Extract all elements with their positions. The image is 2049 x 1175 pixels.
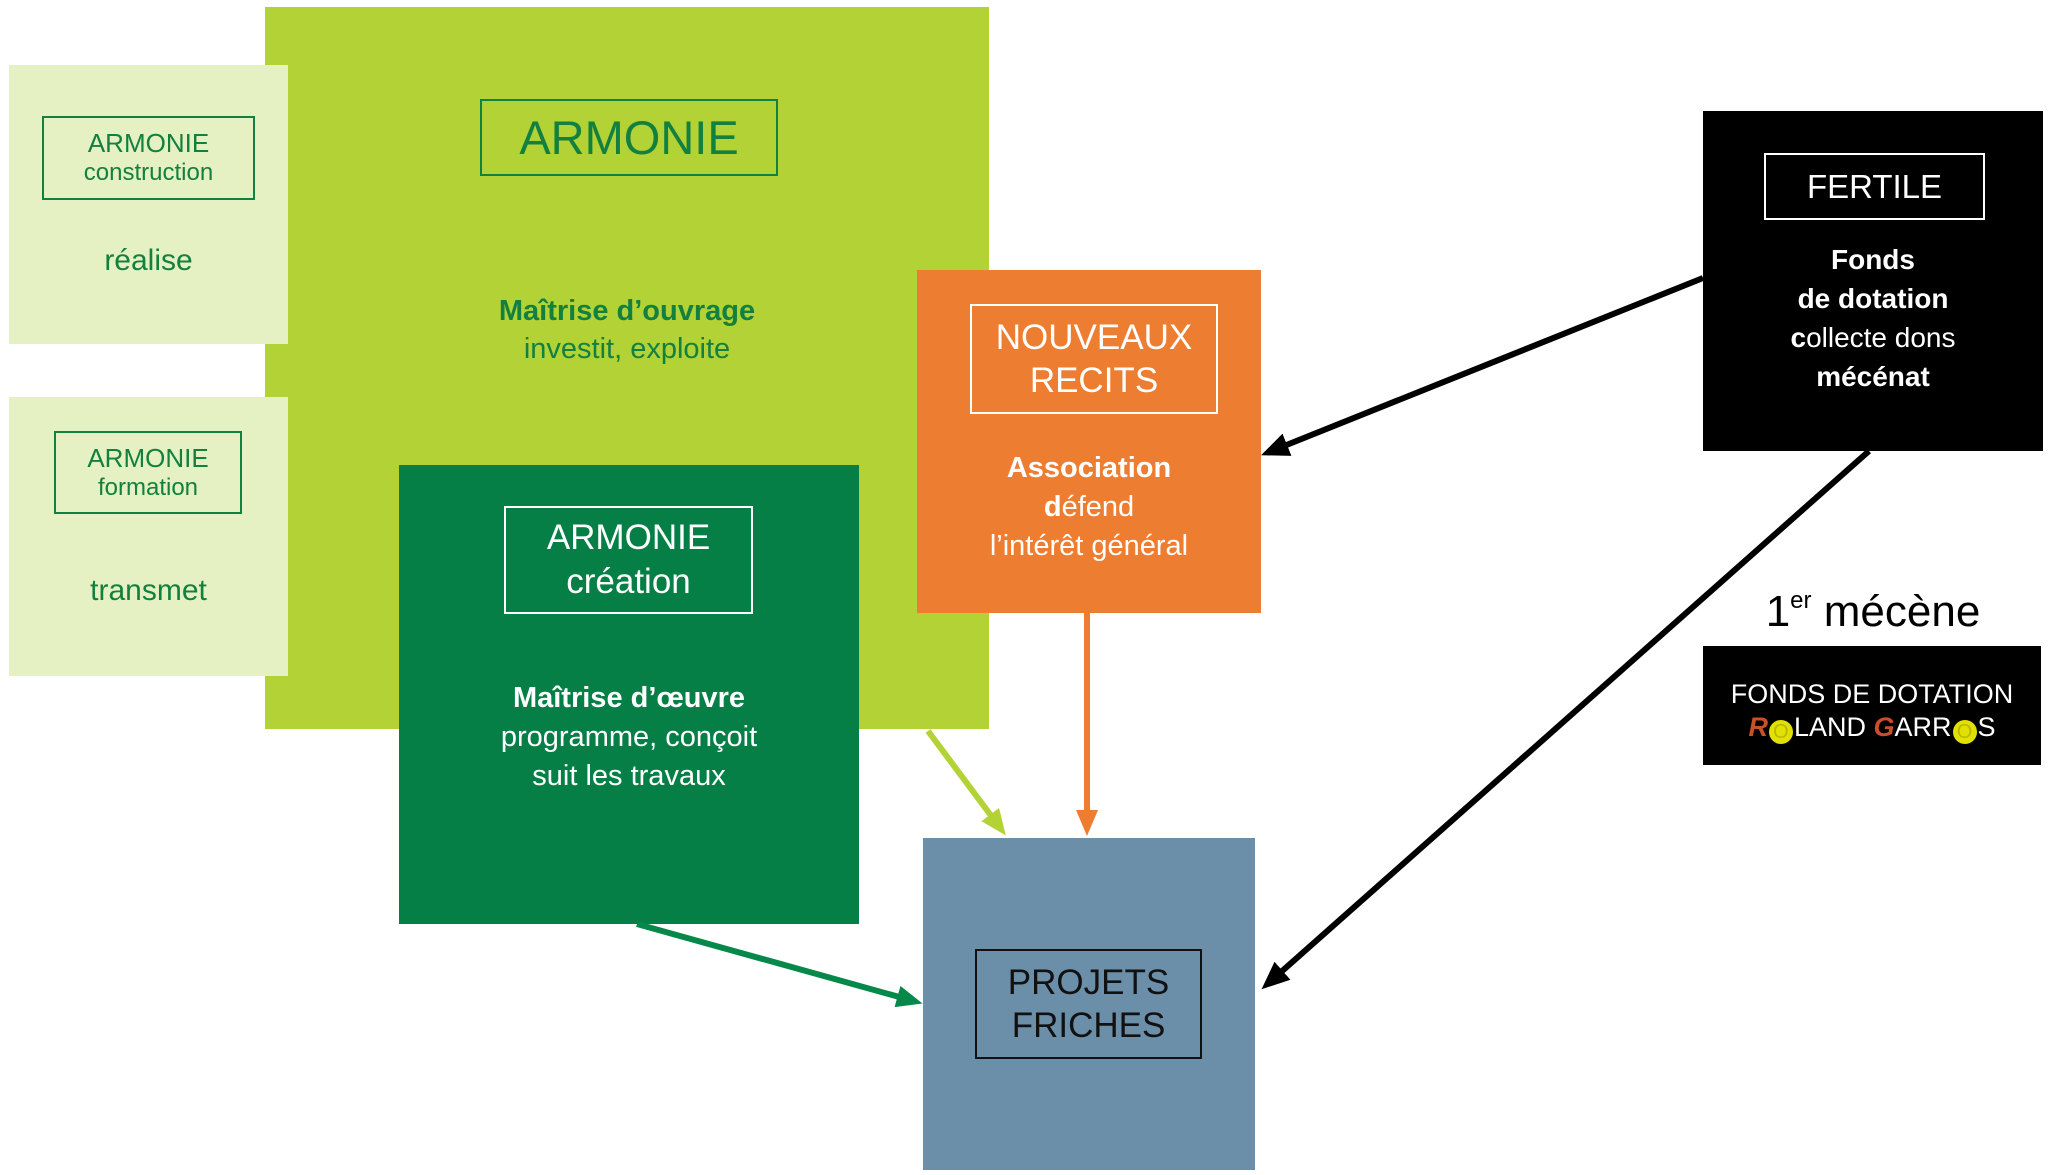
armonie-creation-frame: ARMONIE création (504, 506, 753, 614)
armonie-creation-description: Maîtrise d’œuvre programme, conçoit suit… (399, 679, 859, 796)
armonie-construction-name-line2: construction (83, 159, 214, 186)
armonie-action: investit, exploite (523, 333, 731, 365)
fertile-line1: Fonds (1831, 244, 1915, 275)
tennis-ball-icon: O (1952, 720, 1977, 744)
nouveaux-recits-description: Association défend l’intérêt général (917, 449, 1261, 566)
tennis-ball-icon: O (1768, 720, 1793, 744)
first-patron-suffix: er (1790, 587, 1812, 614)
arrow-armonie-to-projets-friches (925, 729, 1006, 836)
nouveaux-recits-action-line2: l’intérêt général (989, 530, 1189, 562)
wordmark-initial-letter: R (1748, 712, 1768, 742)
armonie-creation-name-line2: création (566, 562, 691, 601)
armonie-formation-name-line1: ARMONIE (87, 442, 209, 473)
armonie-construction-verb: réalise (104, 244, 193, 277)
fertile-description: Fonds de dotation collecte dons mécénat (1703, 240, 2043, 396)
fertile-name: FERTILE (1806, 167, 1943, 205)
nouveaux-recits-action-rest: éfend (1061, 491, 1135, 523)
armonie-construction-frame: ARMONIE construction (42, 116, 255, 200)
armonie-role: Maîtrise d’ouvrage (498, 295, 756, 327)
armonie-formation-frame: ARMONIE formation (54, 431, 242, 514)
armonie-title: ARMONIE (519, 111, 739, 164)
wordmark-letter: A (1808, 712, 1827, 742)
roland-garros-logo-line1: FONDS DE DOTATION (1730, 679, 2014, 709)
fertile-line4: mécénat (1816, 361, 1930, 392)
wordmark-letter: R (1932, 712, 1952, 742)
armonie-title-frame: ARMONIE (480, 99, 778, 176)
armonie-creation-role: Maîtrise d’œuvre (512, 682, 746, 714)
wordmark-letter: S (1977, 712, 1996, 742)
nouveaux-recits-frame: NOUVEAUX RECITS (970, 304, 1218, 414)
armonie-creation-box: ARMONIE création Maîtrise d’œuvre progra… (399, 465, 859, 924)
projets-friches-frame: PROJETS FRICHES (975, 949, 1202, 1059)
armonie-creation-action-line2: suit les travaux (532, 760, 726, 792)
wordmark-initial-letter: G (1873, 712, 1895, 742)
fertile-line3-rest: ollecte dons (1806, 322, 1956, 353)
nouveaux-recits-name-line2: RECITS (1029, 361, 1159, 400)
wordmark-space (1866, 712, 1874, 742)
nouveaux-recits-name-line1: NOUVEAUX (995, 318, 1193, 357)
armonie-construction-box: ARMONIE construction réalise (9, 65, 288, 344)
fertile-line3-initial: c (1790, 322, 1807, 353)
armonie-formation-verb: transmet (90, 574, 207, 607)
first-patron-number: 1 (1765, 587, 1791, 636)
nouveaux-recits-action-initial: d (1043, 491, 1062, 523)
armonie-construction-name-line1: ARMONIE (87, 128, 210, 158)
armonie-formation-box: ARMONIE formation transmet (9, 397, 288, 676)
projets-friches-name-line1: PROJETS (1007, 963, 1170, 1002)
wordmark-letter: A (1894, 712, 1913, 742)
fertile-frame: FERTILE (1764, 153, 1985, 220)
wordmark-letter: L (1793, 712, 1809, 742)
armonie-formation-name-line2: formation (97, 473, 199, 501)
projets-friches-box: PROJETS FRICHES (923, 838, 1255, 1170)
armonie-description: Maîtrise d’ouvrage investit, exploite (265, 292, 989, 368)
fertile-line2: de dotation (1797, 283, 1949, 314)
nouveaux-recits-role: Association (1006, 452, 1172, 484)
arrow-fertile-to-nouveaux-recits (1261, 275, 1705, 456)
arrow-armonie-creation-to-projets-friches (636, 921, 923, 1008)
armonie-creation-name-line1: ARMONIE (546, 518, 711, 557)
nouveaux-recits-box: NOUVEAUX RECITS Association défend l’int… (917, 270, 1261, 613)
nouveaux-recits-action-line1: défend (917, 488, 1261, 527)
armonie-creation-action-line1: programme, conçoit (500, 721, 758, 753)
fertile-box: FERTILE Fonds de dotation collecte dons … (1703, 111, 2043, 451)
projets-friches-name-line2: FRICHES (1011, 1006, 1166, 1045)
wordmark-letter: R (1912, 712, 1933, 742)
wordmark-letter: N (1826, 712, 1847, 742)
wordmark-letter: D (1846, 712, 1866, 742)
first-patron-text: mécène (1823, 587, 1981, 636)
first-patron-label: 1er mécène (1703, 584, 2043, 640)
fertile-line3: collecte dons (1703, 318, 2043, 357)
